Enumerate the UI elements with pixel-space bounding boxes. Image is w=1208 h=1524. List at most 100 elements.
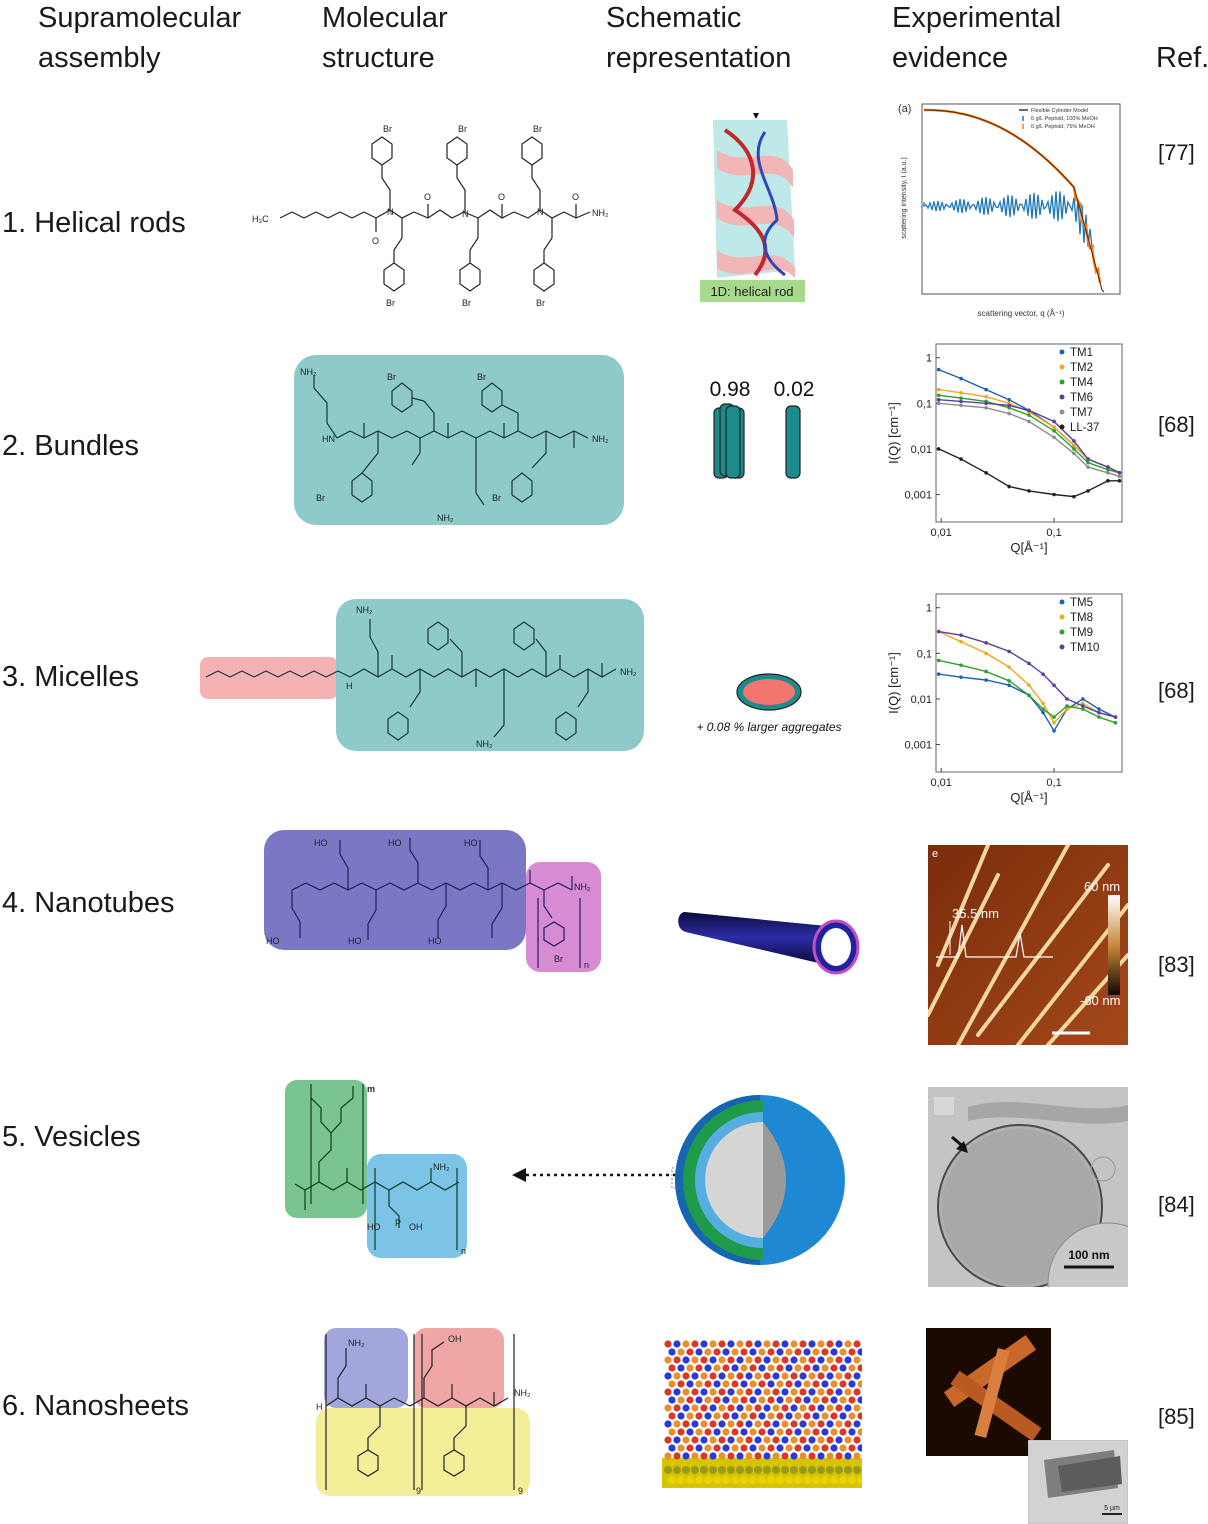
lattice-atom bbox=[857, 1348, 862, 1356]
lattice-atom bbox=[731, 1428, 739, 1436]
nanosheet-lattice bbox=[664, 1340, 862, 1484]
lattice-atom bbox=[785, 1428, 793, 1436]
micelles-plot-legend-label: TM8 bbox=[1070, 612, 1093, 624]
lattice-side-atom bbox=[803, 1476, 811, 1484]
bundles-plot-point bbox=[1086, 489, 1090, 493]
lattice-atom bbox=[713, 1380, 721, 1388]
lattice-atom bbox=[754, 1340, 762, 1348]
plot-xlabel: scattering vector, q (Å⁻¹) bbox=[978, 309, 1065, 318]
bundles-plot-xtick-label: 0,01 bbox=[930, 527, 951, 539]
lattice-atom bbox=[790, 1436, 798, 1444]
lattice-atom bbox=[826, 1436, 834, 1444]
lattice-side-atom bbox=[718, 1466, 726, 1474]
lattice-atom bbox=[821, 1428, 829, 1436]
micelles-plot-ylabel: I(Q) [cm⁻¹] bbox=[886, 652, 901, 714]
chem-ho-2: HO bbox=[388, 838, 402, 848]
lattice-atom bbox=[763, 1356, 771, 1364]
lattice-atom bbox=[754, 1420, 762, 1428]
micelles-plot-xlabel: Q[Å⁻¹] bbox=[1010, 790, 1047, 805]
lattice-atom bbox=[758, 1412, 766, 1420]
micelles-plot-point bbox=[959, 663, 963, 667]
bundles-plot-point bbox=[1072, 443, 1076, 448]
lattice-atom bbox=[727, 1356, 735, 1364]
micelles-plot-point bbox=[1007, 649, 1011, 654]
lattice-atom bbox=[722, 1380, 730, 1388]
chem-ho-5: HO bbox=[348, 936, 362, 946]
lattice-atom bbox=[817, 1404, 825, 1412]
lattice-atom bbox=[754, 1404, 762, 1412]
bundles-plot-legend-marker bbox=[1059, 364, 1065, 370]
lattice-side-atom bbox=[745, 1466, 753, 1474]
lattice-atom bbox=[745, 1420, 753, 1428]
lattice-atom bbox=[686, 1364, 694, 1372]
lattice-atom bbox=[727, 1388, 735, 1396]
chem-n-subscript: n bbox=[584, 960, 589, 970]
lattice-atom bbox=[722, 1428, 730, 1436]
lattice-atom bbox=[695, 1380, 703, 1388]
micelles-plot-point bbox=[1027, 693, 1031, 698]
lattice-atom bbox=[668, 1396, 676, 1404]
lattice-atom bbox=[844, 1452, 852, 1460]
lattice-atom bbox=[812, 1444, 820, 1452]
lattice-atom bbox=[844, 1388, 852, 1396]
lattice-atom bbox=[821, 1444, 829, 1452]
inset-scalebar-label: 5 µm bbox=[1104, 1505, 1120, 1512]
lattice-atom bbox=[691, 1452, 699, 1460]
lattice-atom bbox=[781, 1388, 789, 1396]
lattice-atom bbox=[790, 1452, 798, 1460]
lattice-atom bbox=[803, 1428, 811, 1436]
lattice-atom bbox=[776, 1412, 784, 1420]
lattice-atom bbox=[664, 1452, 672, 1460]
molecule-vesicles: m NH₂ P HO OH n bbox=[285, 1080, 467, 1258]
chem-br-3: Br bbox=[533, 124, 542, 134]
micelles-plot-point bbox=[1065, 697, 1069, 701]
bundles-plot-point bbox=[1052, 419, 1056, 424]
lattice-atom bbox=[839, 1396, 847, 1404]
lattice-atom bbox=[709, 1372, 717, 1380]
lattice-atom bbox=[682, 1388, 690, 1396]
lattice-atom bbox=[772, 1404, 780, 1412]
lattice-atom bbox=[745, 1452, 753, 1460]
lattice-atom bbox=[700, 1452, 708, 1460]
lattice-atom bbox=[758, 1396, 766, 1404]
lattice-side-atom bbox=[677, 1476, 685, 1484]
lattice-atom bbox=[799, 1356, 807, 1364]
micelles-plot-point bbox=[1007, 683, 1011, 688]
bundles-plot-legend-marker bbox=[1059, 424, 1065, 430]
chem-br-5: Br bbox=[462, 298, 471, 308]
bundles-plot-point bbox=[1117, 474, 1122, 479]
lattice-atom bbox=[749, 1444, 757, 1452]
lattice-atom bbox=[673, 1452, 681, 1460]
chem-nh2-top: NH₂ bbox=[300, 367, 317, 377]
lattice-atom bbox=[740, 1428, 748, 1436]
bundles-plot-xlabel: Q[Å⁻¹] bbox=[1010, 540, 1047, 555]
micelles-plot-point bbox=[984, 678, 988, 682]
chem-h3c: H₃C bbox=[252, 214, 269, 224]
lattice-atom bbox=[794, 1364, 802, 1372]
lattice-atom bbox=[704, 1396, 712, 1404]
lattice-atom bbox=[803, 1444, 811, 1452]
lattice-atom bbox=[790, 1340, 798, 1348]
lattice-atom bbox=[817, 1388, 825, 1396]
chem-nh2-nanotube: NH₂ bbox=[574, 882, 591, 892]
chem-br-d: Br bbox=[492, 493, 501, 503]
lattice-atom bbox=[785, 1364, 793, 1372]
bundles-plot-series-TM6 bbox=[938, 399, 1120, 474]
afm-scale-bottom: -60 nm bbox=[1080, 993, 1120, 1008]
lattice-side-atom bbox=[821, 1476, 829, 1484]
micelles-plot-point bbox=[1052, 715, 1056, 719]
lattice-atom bbox=[848, 1428, 856, 1436]
lattice-atom bbox=[691, 1388, 699, 1396]
legend-model: Flexible Cylinder Model bbox=[1031, 108, 1088, 114]
lattice-atom bbox=[817, 1372, 825, 1380]
lattice-atom bbox=[727, 1420, 735, 1428]
schematic-micelle: + 0.08 % larger aggregates bbox=[696, 673, 842, 734]
lattice-atom bbox=[839, 1380, 847, 1388]
lattice-atom bbox=[718, 1356, 726, 1364]
schematic-vesicle bbox=[671, 1095, 845, 1265]
bundles-plot-point bbox=[984, 394, 988, 399]
lattice-side-atom bbox=[686, 1476, 694, 1484]
bundles-plot-point bbox=[1027, 419, 1031, 424]
micelles-plot-legend-marker bbox=[1059, 599, 1065, 605]
micelles-plot-point bbox=[1052, 720, 1056, 725]
